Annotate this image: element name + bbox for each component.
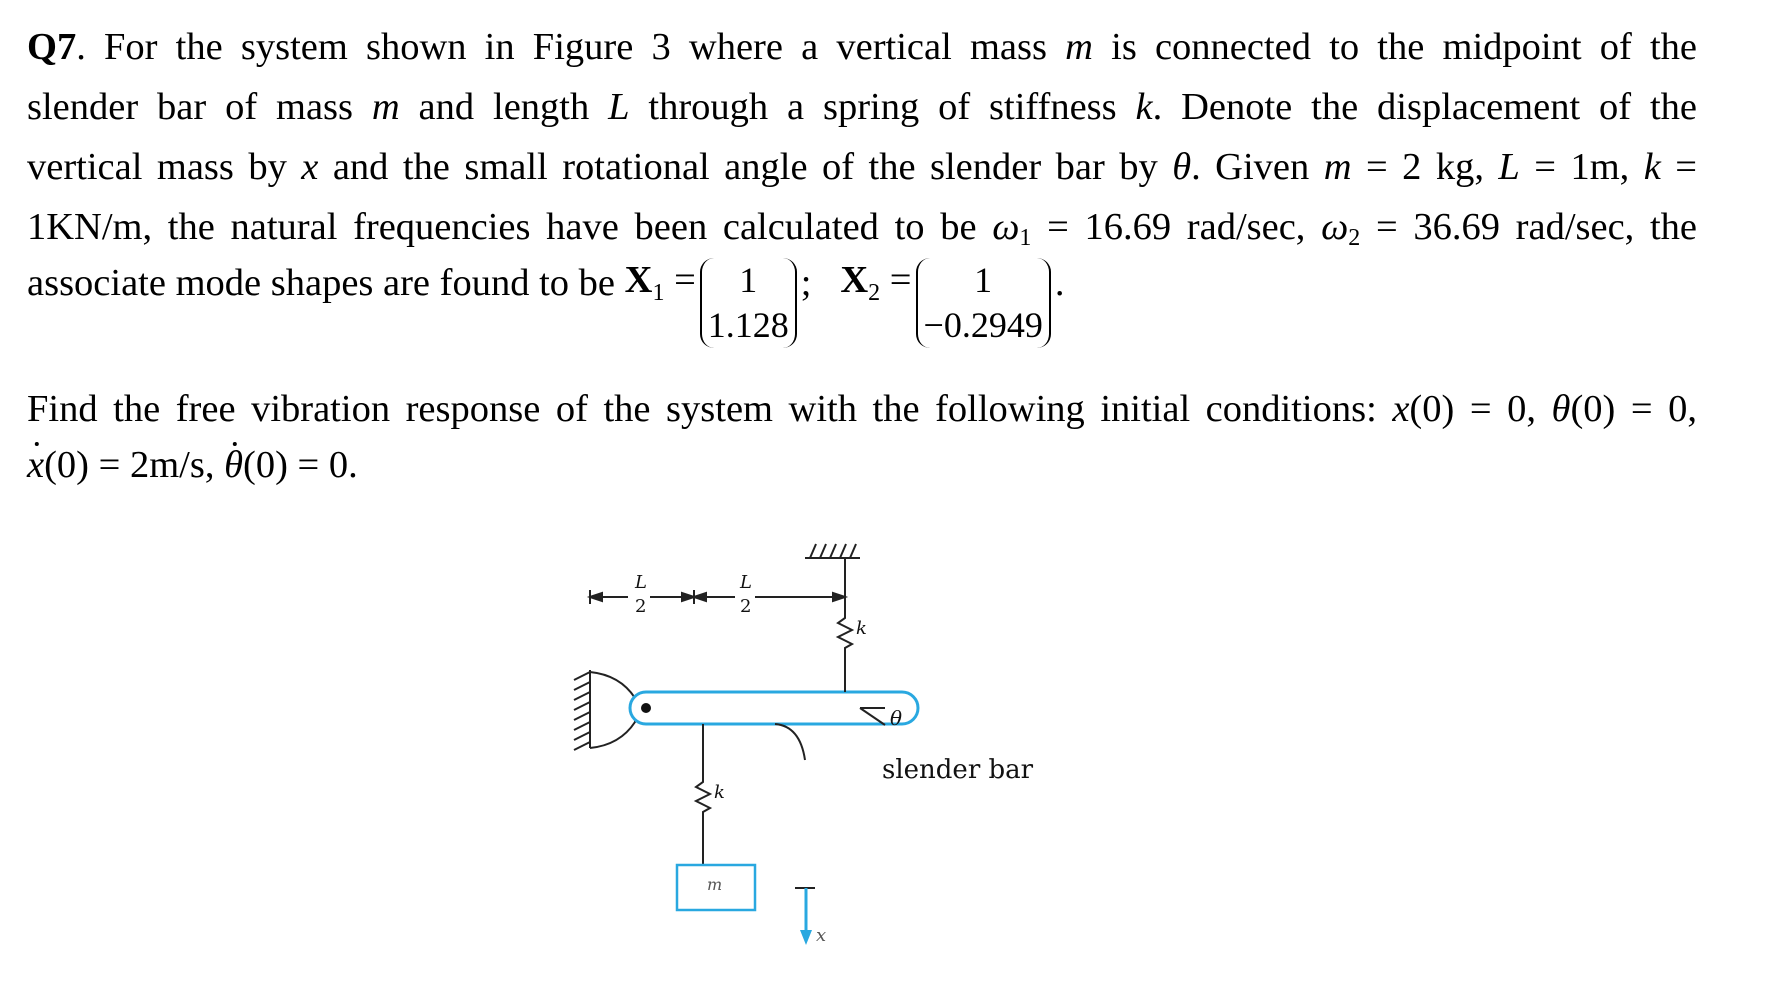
slender-bar [628, 690, 920, 726]
figure-3-diagram: L 2 L 2 k k θ m x slender bar [560, 520, 1120, 980]
lower-spring-icon [693, 724, 713, 865]
mass-block [675, 863, 757, 912]
angle-label: θ [890, 706, 903, 730]
text-line-7: x(0) = 2m/s, θ(0) = 0. [27, 444, 358, 486]
text-line-3: vertical mass by x and the small rotatio… [27, 146, 1697, 188]
mass-label: m [707, 875, 723, 894]
text-line-2: slender bar of mass m and length L throu… [27, 86, 1697, 128]
mode-shape-2: X2 = [840, 259, 912, 307]
displacement-label: x [816, 925, 827, 946]
mode-shape-2-vector: 1−0.2949 [915, 258, 1051, 348]
text-line-1: Q7. For the system shown in Figure 3 whe… [27, 26, 1697, 68]
dim-label-2-den: 2 [740, 596, 752, 617]
dim-label-1-num: L [635, 572, 647, 593]
text-line-4: 1KN/m, the natural frequencies have been… [27, 206, 1698, 251]
mode-shape-1: X1 = [624, 259, 696, 307]
slender-bar-caption: slender bar [882, 755, 1034, 785]
top-spring-label: k [856, 618, 867, 639]
system-schematic [573, 543, 920, 945]
rotation-angle-icon [859, 707, 886, 726]
lower-spring-label: k [714, 782, 725, 803]
text-line-6: Find the free vibration response of the … [27, 388, 1697, 430]
leader-line [774, 723, 806, 761]
dim-label-2-num: L [740, 572, 752, 593]
dimension-lines [586, 590, 849, 604]
displacement-arrow-icon [795, 887, 815, 945]
top-spring-icon [805, 543, 860, 692]
wall-support-icon [573, 670, 636, 751]
question-label: Q7 [27, 26, 77, 68]
pivot-icon [641, 703, 651, 713]
text-line-5-mode-shapes: associate mode shapes are found to be X1… [27, 258, 1064, 348]
dim-label-1-den: 2 [635, 596, 647, 617]
